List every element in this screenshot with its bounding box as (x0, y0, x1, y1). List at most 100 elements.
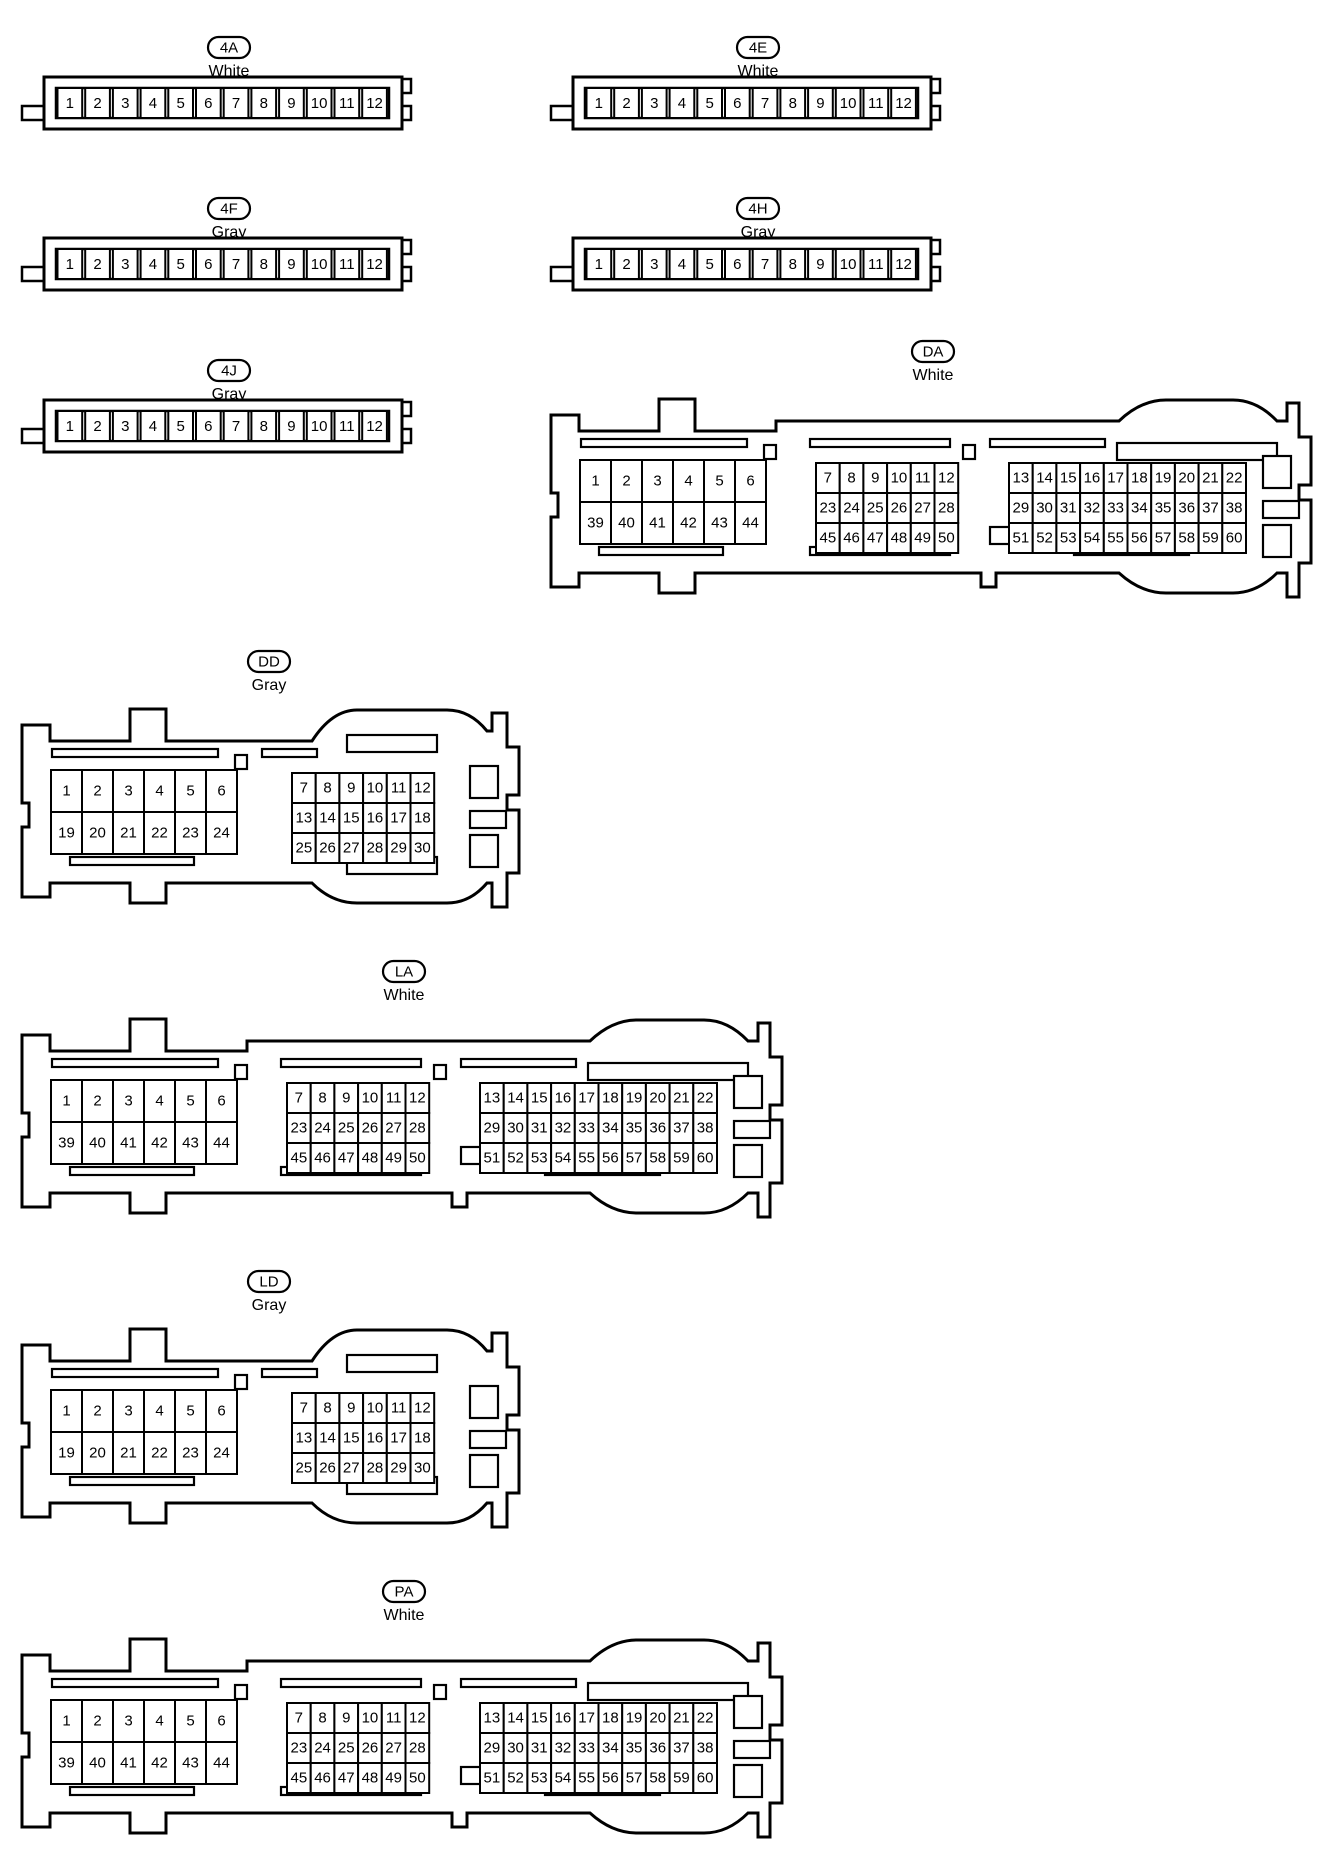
pin-number: 12 (366, 256, 383, 273)
pin-number: 11 (386, 1710, 402, 1727)
pin-number: 40 (89, 1755, 106, 1772)
pin-cell (167, 87, 195, 119)
pin-number: 20 (649, 1710, 666, 1727)
pin-cell (250, 410, 278, 442)
housing-outline (279, 1057, 423, 1069)
pin-number: 16 (555, 1710, 572, 1727)
pin-number: 4 (155, 783, 163, 800)
pin-number: 23 (182, 1445, 199, 1462)
pin-number: 36 (649, 1120, 666, 1137)
pin-number: 6 (217, 1713, 225, 1730)
pin-number: 51 (1013, 530, 1030, 547)
pin-cell (112, 1079, 145, 1123)
pin-number: 55 (1107, 530, 1124, 547)
pin-number: 22 (151, 1445, 168, 1462)
pin-number: 55 (578, 1150, 595, 1167)
connector-id: 4A (220, 40, 238, 57)
pin-number: 1 (66, 95, 74, 112)
pin-number: 59 (673, 1770, 690, 1787)
pin-number: 22 (151, 825, 168, 842)
pin-number: 10 (362, 1710, 379, 1727)
pin-number: 13 (1013, 470, 1030, 487)
pin-number: 9 (342, 1090, 350, 1107)
pin-number: 2 (93, 95, 101, 112)
pin-cell (174, 1741, 207, 1785)
pin-number: 12 (414, 780, 431, 797)
pin-cell (613, 87, 640, 119)
pin-number: 22 (697, 1710, 714, 1727)
pin-cell (585, 248, 613, 280)
pin-number: 47 (338, 1150, 355, 1167)
pin-number: 27 (914, 500, 931, 517)
pin-number: 7 (824, 470, 832, 487)
pin-number: 5 (186, 1713, 194, 1730)
pin-cell (890, 87, 917, 119)
housing-outline (432, 1063, 448, 1081)
pin-number: 20 (89, 825, 106, 842)
housing-outline (732, 1074, 764, 1110)
connector-color: White (384, 987, 425, 1004)
pin-cell (361, 248, 388, 280)
pin-number: 32 (555, 1740, 572, 1757)
connector-id: 4H (748, 201, 767, 218)
connector-color: White (913, 367, 954, 384)
pin-number: 4 (678, 95, 686, 112)
pin-cell (1221, 522, 1248, 554)
pin-number: 7 (300, 1400, 308, 1417)
pin-number: 6 (217, 1403, 225, 1420)
pin-number: 6 (217, 783, 225, 800)
housing-outline (586, 1681, 750, 1702)
connector-id: LA (395, 964, 413, 981)
pin-number: 9 (816, 95, 824, 112)
pin-number: 8 (323, 780, 331, 797)
pin-cell (222, 410, 250, 442)
pin-number: 9 (287, 418, 295, 435)
pin-number: 37 (1202, 500, 1219, 517)
housing-outline (279, 1677, 423, 1689)
housing-outline (988, 437, 1107, 449)
pin-number: 22 (697, 1090, 714, 1107)
pin-cell (751, 248, 779, 280)
pin-number: 21 (673, 1090, 690, 1107)
pin-number: 3 (650, 256, 658, 273)
pin-number: 39 (58, 1135, 75, 1152)
pin-cell (278, 87, 305, 119)
connector-id-badge (206, 358, 252, 383)
pin-number: 3 (121, 95, 129, 112)
housing-outline (233, 1063, 249, 1081)
pin-number: 57 (626, 1770, 643, 1787)
pin-number: 4 (684, 473, 692, 490)
pin-cell (807, 248, 834, 280)
pin-number: 15 (343, 810, 360, 827)
pin-cell (734, 459, 767, 503)
pin-number: 1 (595, 95, 603, 112)
pin-number: 36 (649, 1740, 666, 1757)
pin-number: 38 (1226, 500, 1243, 517)
pin-number: 27 (343, 840, 360, 857)
housing-outline (68, 855, 196, 867)
pin-number: 47 (338, 1770, 355, 1787)
pin-cell (139, 248, 167, 280)
pin-cell (696, 87, 723, 119)
pin-number: 10 (362, 1090, 379, 1107)
housing-outline (586, 1061, 750, 1082)
pin-cell (613, 248, 640, 280)
pin-number: 6 (204, 418, 212, 435)
housing-outline (54, 86, 391, 120)
pin-cell (205, 1741, 238, 1785)
connector-color: Gray (252, 1297, 287, 1314)
pin-number: 49 (914, 530, 931, 547)
pin-number: 29 (484, 1120, 501, 1137)
pin-number: 2 (622, 473, 630, 490)
pin-number: 30 (414, 840, 431, 857)
housing-outline (961, 443, 977, 461)
housing-outline (468, 833, 500, 869)
pin-number: 37 (673, 1120, 690, 1137)
pin-number: 45 (820, 530, 837, 547)
pin-number: 12 (366, 418, 383, 435)
pin-number: 2 (93, 1403, 101, 1420)
